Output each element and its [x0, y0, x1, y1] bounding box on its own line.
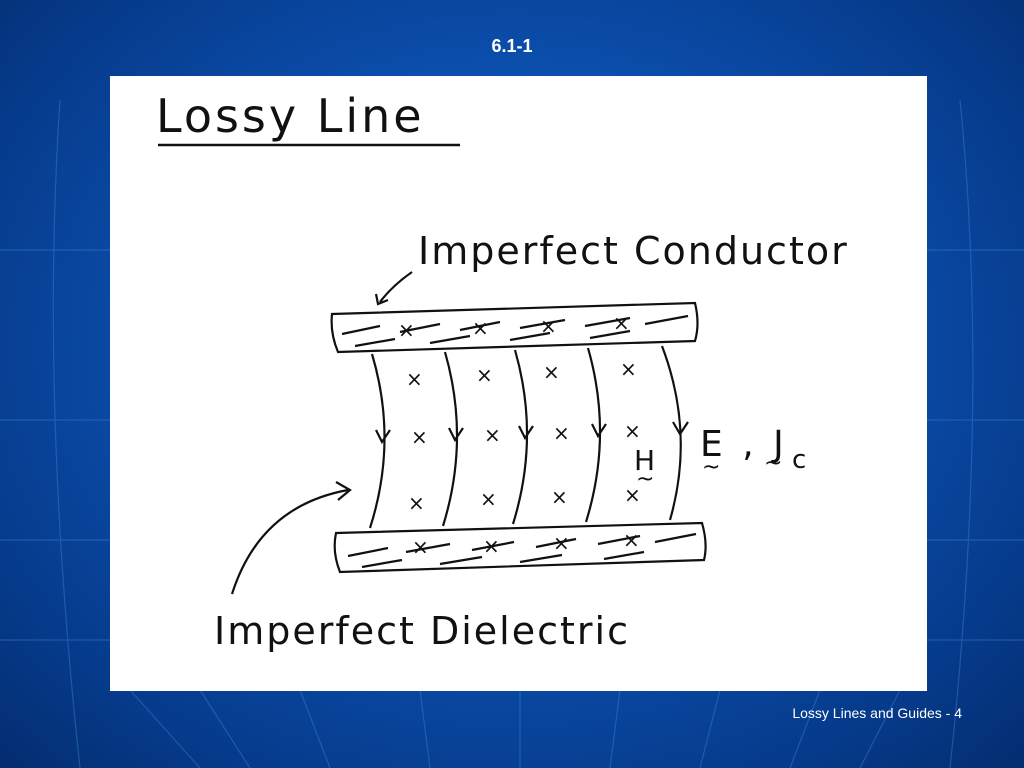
- svg-text:×: ×: [408, 491, 425, 515]
- svg-text:×: ×: [553, 421, 570, 445]
- label-e-tilde: ~: [702, 455, 720, 480]
- svg-text:×: ×: [624, 483, 641, 507]
- field-arrowheads: [375, 421, 689, 445]
- svg-text:×: ×: [620, 357, 637, 381]
- svg-text:×: ×: [412, 535, 429, 559]
- diagram-board: Lossy Line Imperfect Conductor × × × ×: [110, 76, 927, 691]
- label-h-tilde: ~: [636, 467, 654, 492]
- top-conductor-plate: [330, 301, 699, 354]
- svg-text:×: ×: [543, 360, 560, 384]
- svg-text:×: ×: [411, 425, 428, 449]
- field-lines: [368, 345, 682, 529]
- bottom-conductor-plate: [333, 521, 707, 574]
- label-fields: E , J: [700, 424, 788, 465]
- svg-text:×: ×: [480, 487, 497, 511]
- svg-text:×: ×: [551, 485, 568, 509]
- dielectric-arrow-head: [335, 481, 352, 501]
- lossy-line-diagram: Lossy Line Imperfect Conductor × × × ×: [156, 89, 849, 653]
- label-imperfect-conductor: Imperfect Conductor: [418, 229, 849, 273]
- slide-number: 6.1-1: [491, 36, 533, 56]
- svg-text:×: ×: [540, 314, 557, 338]
- svg-text:×: ×: [398, 318, 415, 342]
- top-plate-crosses: × × × ×: [398, 311, 630, 342]
- slide-footer: Lossy Lines and Guides - 4: [792, 705, 962, 721]
- label-fields-subscript: c: [792, 445, 806, 475]
- svg-text:×: ×: [483, 534, 500, 558]
- svg-text:×: ×: [623, 528, 640, 552]
- svg-text:×: ×: [553, 531, 570, 555]
- conductor-arrow: [379, 271, 413, 303]
- diagram-title: Lossy Line: [156, 89, 425, 143]
- dielectric-crosses: × × × × × × × × × × × ×: [406, 357, 641, 515]
- conductor-arrow-head: [374, 293, 389, 306]
- svg-text:×: ×: [484, 423, 501, 447]
- svg-text:×: ×: [613, 311, 630, 335]
- svg-text:×: ×: [476, 363, 493, 387]
- bottom-plate-crosses: × × × ×: [412, 528, 640, 559]
- label-imperfect-dielectric: Imperfect Dielectric: [214, 609, 630, 653]
- svg-text:×: ×: [406, 367, 423, 391]
- svg-text:×: ×: [472, 316, 489, 340]
- svg-text:×: ×: [624, 419, 641, 443]
- dielectric-arrow: [230, 488, 349, 595]
- label-j-tilde: ~: [764, 451, 782, 476]
- label-h: H: [634, 444, 655, 477]
